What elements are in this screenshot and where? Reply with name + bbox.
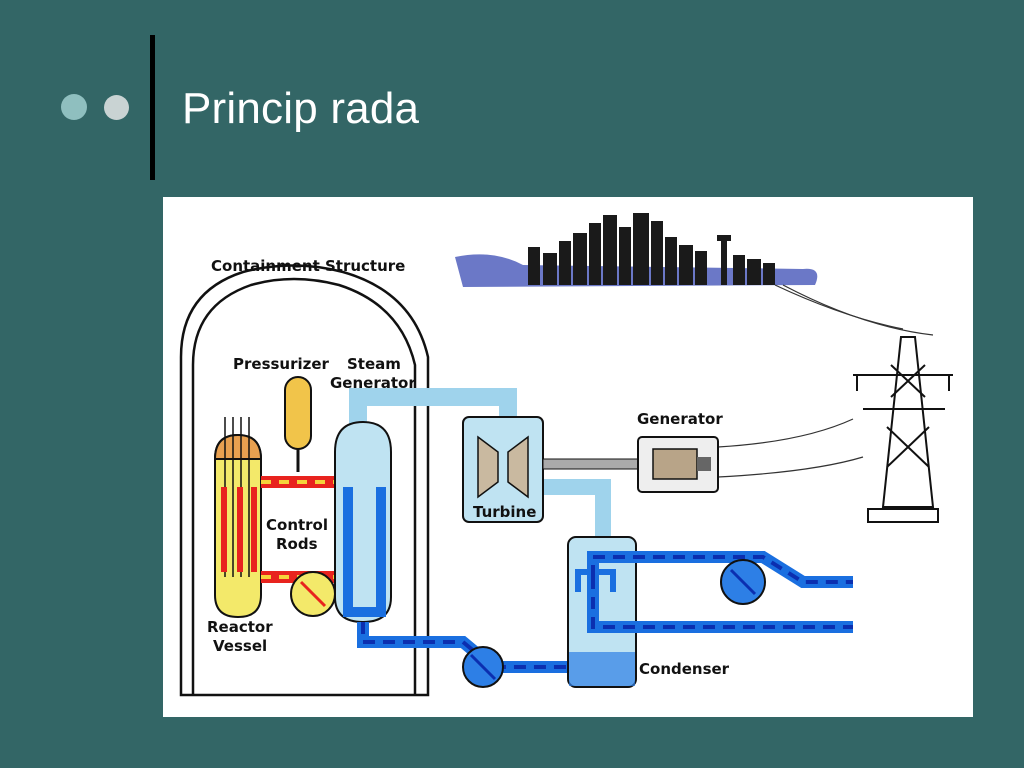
containment-structure bbox=[179, 264, 430, 697]
turbine bbox=[462, 416, 544, 523]
feed-pump bbox=[462, 646, 504, 688]
label-reactor-vessel-line2: Vessel bbox=[213, 637, 267, 655]
label-control-rods-line1: Control bbox=[266, 516, 328, 534]
label-condenser: Condenser bbox=[639, 660, 730, 678]
pressurizer bbox=[284, 376, 312, 472]
title-divider bbox=[150, 35, 155, 180]
label-control-rods-line2: Rods bbox=[276, 535, 318, 553]
cooling-pump bbox=[720, 559, 766, 605]
city-skyline bbox=[455, 213, 818, 287]
power-lines bbox=[717, 284, 934, 478]
label-steam-generator-line1: Steam bbox=[347, 355, 401, 373]
steam-generator bbox=[334, 420, 392, 624]
transmission-tower bbox=[853, 336, 953, 523]
label-reactor-vessel-line1: Reactor bbox=[207, 618, 273, 636]
primary-pump bbox=[290, 571, 336, 617]
slide-title: Princip rada bbox=[182, 84, 420, 133]
steam-pipe bbox=[349, 388, 611, 552]
label-steam-generator-line2: Generator bbox=[330, 374, 416, 392]
label-turbine: Turbine bbox=[473, 503, 536, 521]
generator bbox=[637, 436, 719, 493]
bullet-dot-primary bbox=[61, 94, 87, 120]
nuclear-plant-diagram: Containment Structure Pressurizer Steam … bbox=[163, 197, 973, 717]
condenser bbox=[567, 536, 637, 688]
cooling-water-loop bbox=[587, 551, 853, 633]
label-generator: Generator bbox=[637, 410, 723, 428]
diagram-canvas: Containment Structure Pressurizer Steam … bbox=[179, 213, 953, 697]
turbine-shaft bbox=[542, 458, 654, 470]
cold-return-loop bbox=[357, 622, 568, 673]
label-containment: Containment Structure bbox=[211, 257, 405, 275]
reactor-vessel bbox=[213, 417, 263, 619]
label-pressurizer: Pressurizer bbox=[233, 355, 330, 373]
bullet-dot-secondary bbox=[104, 95, 129, 120]
